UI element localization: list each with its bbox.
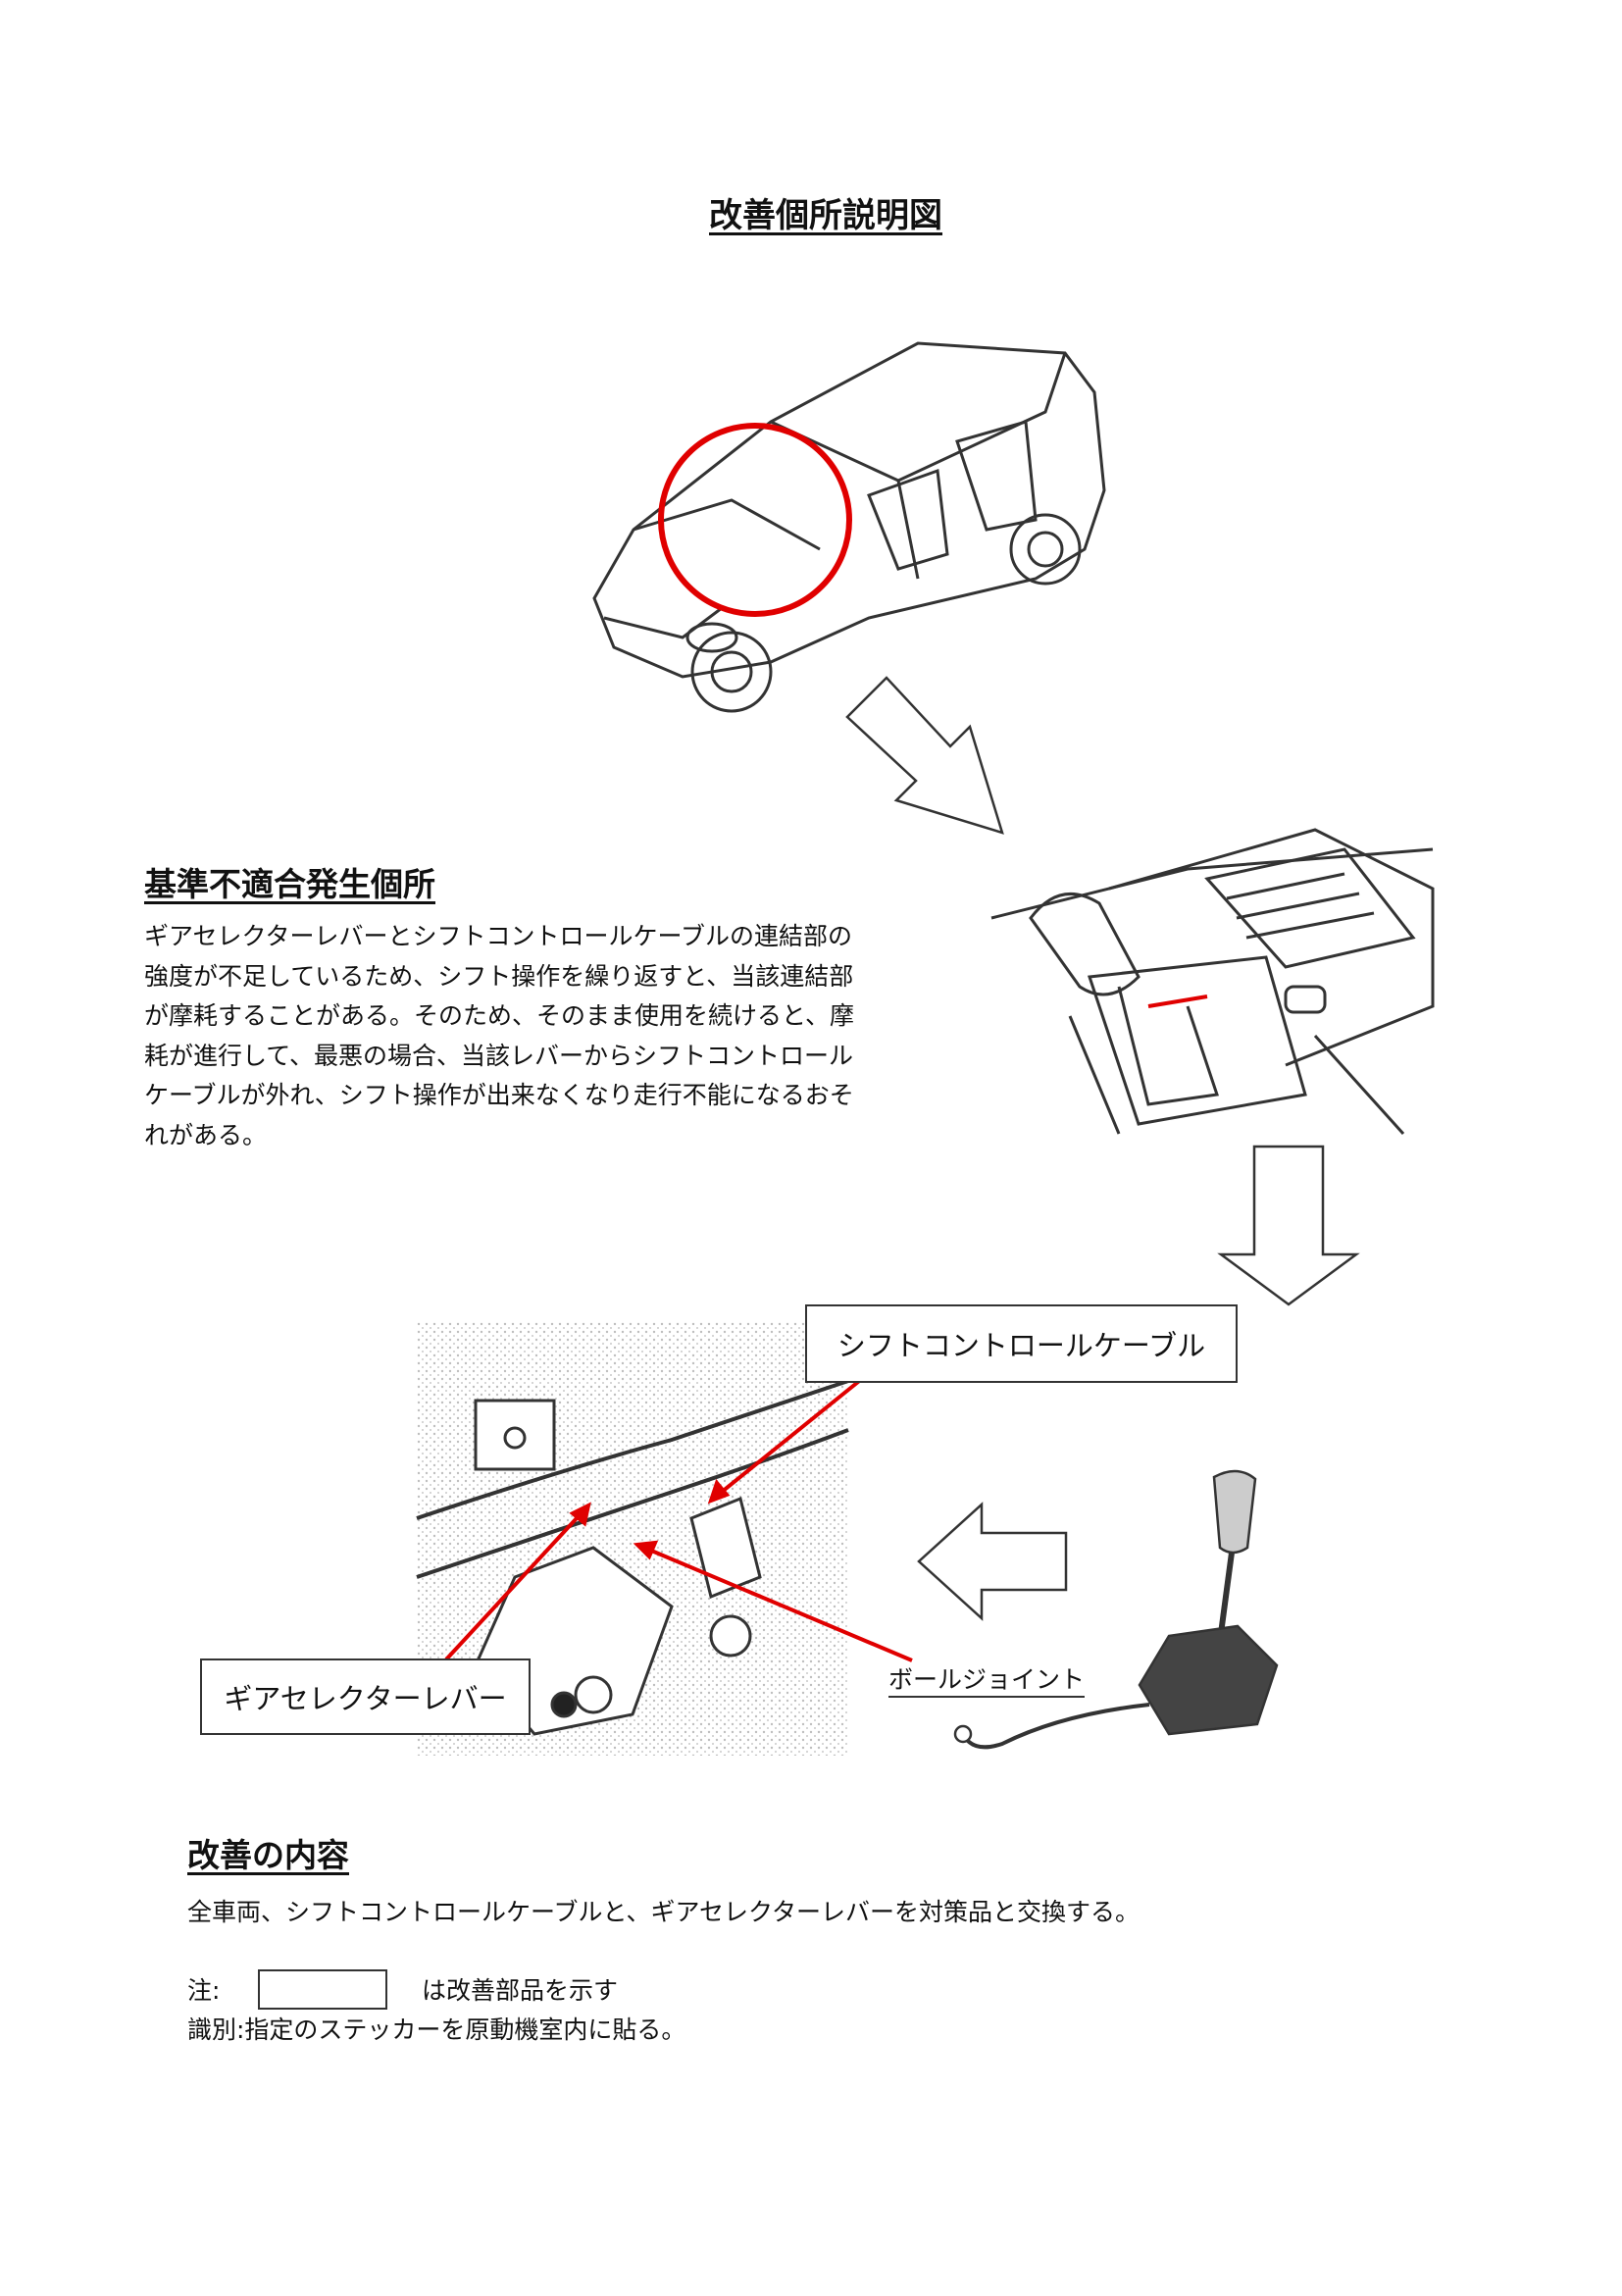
cable-pointer: [709, 1376, 865, 1503]
note-label: 注:: [187, 1976, 221, 2005]
balljoint-pointer: [636, 1543, 913, 1662]
arrow-down-icon: [1217, 1145, 1360, 1306]
page-title: 改善個所説明図: [709, 196, 942, 235]
engine-bay-illustration: [416, 1322, 849, 1756]
shifter-assembly-illustration: [953, 1469, 1279, 1750]
defect-heading: 基準不適合発生個所: [144, 865, 435, 903]
ball-joint-label: ボールジョイント: [888, 1660, 1086, 1698]
improvement-heading: 改善の内容: [187, 1836, 349, 1874]
text-line: ケーブルが外れ、シフト操作が出来なくなり走行不能になるおそ: [144, 1081, 854, 1109]
improvement-text: 全車両、シフトコントロールケーブルと、ギアセレクターレバーを対策品と交換する。: [187, 1898, 1140, 1926]
arrow-left-icon: [917, 1502, 1068, 1621]
text-line: が摩耗することがある。そのため、そのまま使用を続けると、摩: [144, 1001, 855, 1030]
shift-cable-label: シフトコントロールケーブル: [805, 1304, 1238, 1383]
text-line: ギアセレクターレバーとシフトコントロールケーブルの連結部の: [144, 922, 853, 950]
defect-description: ギアセレクターレバーとシフトコントロールケーブルの連結部の 強度が不足しているた…: [144, 917, 948, 1155]
lever-pointer: [444, 1504, 590, 1661]
note-text: は改善部品を示す: [422, 1976, 619, 2005]
text-line: 耗が進行して、最悪の場合、当該レバーからシフトコントロール: [144, 1041, 854, 1070]
text-line: 強度が不足しているため、シフト操作を繰り返すと、当該連結部: [144, 961, 854, 991]
text-line: れがある。: [144, 1120, 268, 1149]
improved-part-legend-box: [258, 1969, 387, 2010]
shifter-interior-illustration: [990, 828, 1435, 1136]
identification-text: 識別:指定のステッカーを原動機室内に貼る。: [187, 2015, 686, 2044]
car-illustration: [592, 341, 1106, 713]
highlight-circle: [658, 423, 852, 617]
arrow-down-right-icon: [845, 676, 1004, 835]
gear-lever-label: ギアセレクターレバー: [200, 1658, 531, 1735]
